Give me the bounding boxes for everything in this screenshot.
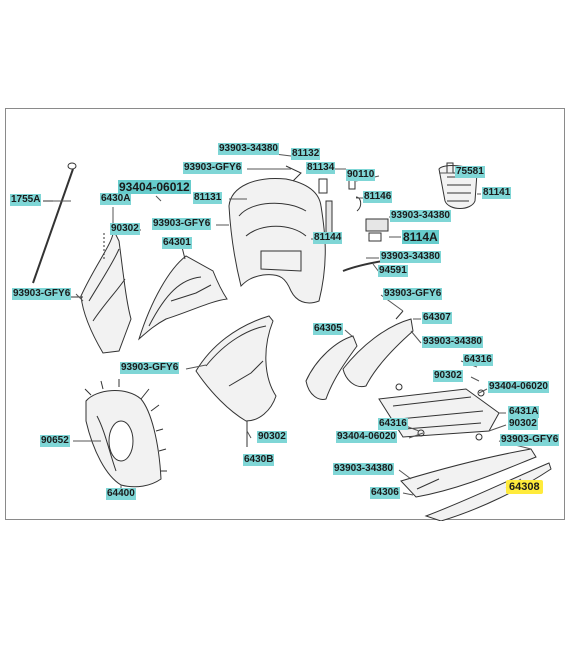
part-label-93404-06020-b: 93404-06020 [336, 431, 397, 443]
left-front-cover-part [69, 228, 132, 354]
part-label-64306: 64306 [370, 487, 400, 499]
part-label-93903-34380-b: 93903-34380 [390, 210, 451, 222]
part-label-90652: 90652 [40, 435, 70, 447]
part-label-81134: 81134 [306, 162, 336, 174]
part-label-93903-gfy6-b: 93903-GFY6 [183, 162, 243, 174]
part-label-81131: 81131 [193, 192, 223, 204]
side-skirt-part [400, 448, 552, 521]
part-label-93903-34380-a: 93903-34380 [218, 143, 279, 155]
front-inner-panel-part [137, 242, 228, 341]
part-label-94591: 94591 [378, 265, 408, 277]
part-label-75581: 75581 [455, 166, 485, 178]
part-label-90302-d: 90302 [257, 431, 287, 443]
part-label-6431A: 6431A [508, 406, 540, 418]
diagram-frame [5, 108, 565, 521]
part-label-90110: 90110 [346, 169, 376, 181]
left-body-panel-part [84, 379, 167, 488]
part-label-1755A: 1755A [10, 194, 42, 206]
part-label-64308-highlighted[interactable]: 64308 [506, 480, 543, 494]
part-label-64307: 64307 [422, 312, 452, 324]
part-label-81141: 81141 [482, 187, 512, 199]
dipstick-part [32, 162, 77, 284]
part-label-93903-gfy6-e: 93903-GFY6 [120, 362, 180, 374]
part-label-90302-a: 90302 [110, 223, 140, 235]
part-label-93903-gfy6-a: 93903-GFY6 [12, 288, 72, 300]
part-label-93903-34380-e: 93903-34380 [333, 463, 394, 475]
part-label-64400: 64400 [106, 488, 136, 500]
part-label-81144: 81144 [313, 232, 343, 244]
part-label-93404-06012: 93404-06012 [118, 180, 191, 194]
floor-board-part [378, 383, 500, 441]
part-label-93903-gfy6-d: 93903-GFY6 [383, 288, 443, 300]
part-label-93903-gfy6-c: 93903-GFY6 [152, 218, 212, 230]
front-fairing-part [195, 315, 277, 447]
part-label-81146: 81146 [363, 191, 393, 203]
part-label-93903-gfy6-f: 93903-GFY6 [500, 434, 560, 446]
part-label-90302-c: 90302 [508, 418, 538, 430]
part-label-64305: 64305 [313, 323, 343, 335]
part-label-93903-34380-c: 93903-34380 [380, 251, 441, 263]
part-label-64316-b: 64316 [378, 418, 408, 430]
part-label-81132: 81132 [291, 148, 321, 160]
part-label-6430A: 6430A [100, 193, 132, 205]
exploded-parts-drawing [32, 150, 552, 521]
part-label-6430B: 6430B [243, 454, 275, 466]
part-label-93404-06020-a: 93404-06020 [488, 381, 549, 393]
side-panel-part [305, 310, 414, 400]
part-label-90302-b: 90302 [433, 370, 463, 382]
part-label-93903-34380-d: 93903-34380 [422, 336, 483, 348]
inner-shield-part [228, 165, 333, 304]
part-label-64301: 64301 [162, 237, 192, 249]
part-label-64316-a: 64316 [463, 354, 493, 366]
part-label-8114A: 8114A [402, 230, 439, 244]
